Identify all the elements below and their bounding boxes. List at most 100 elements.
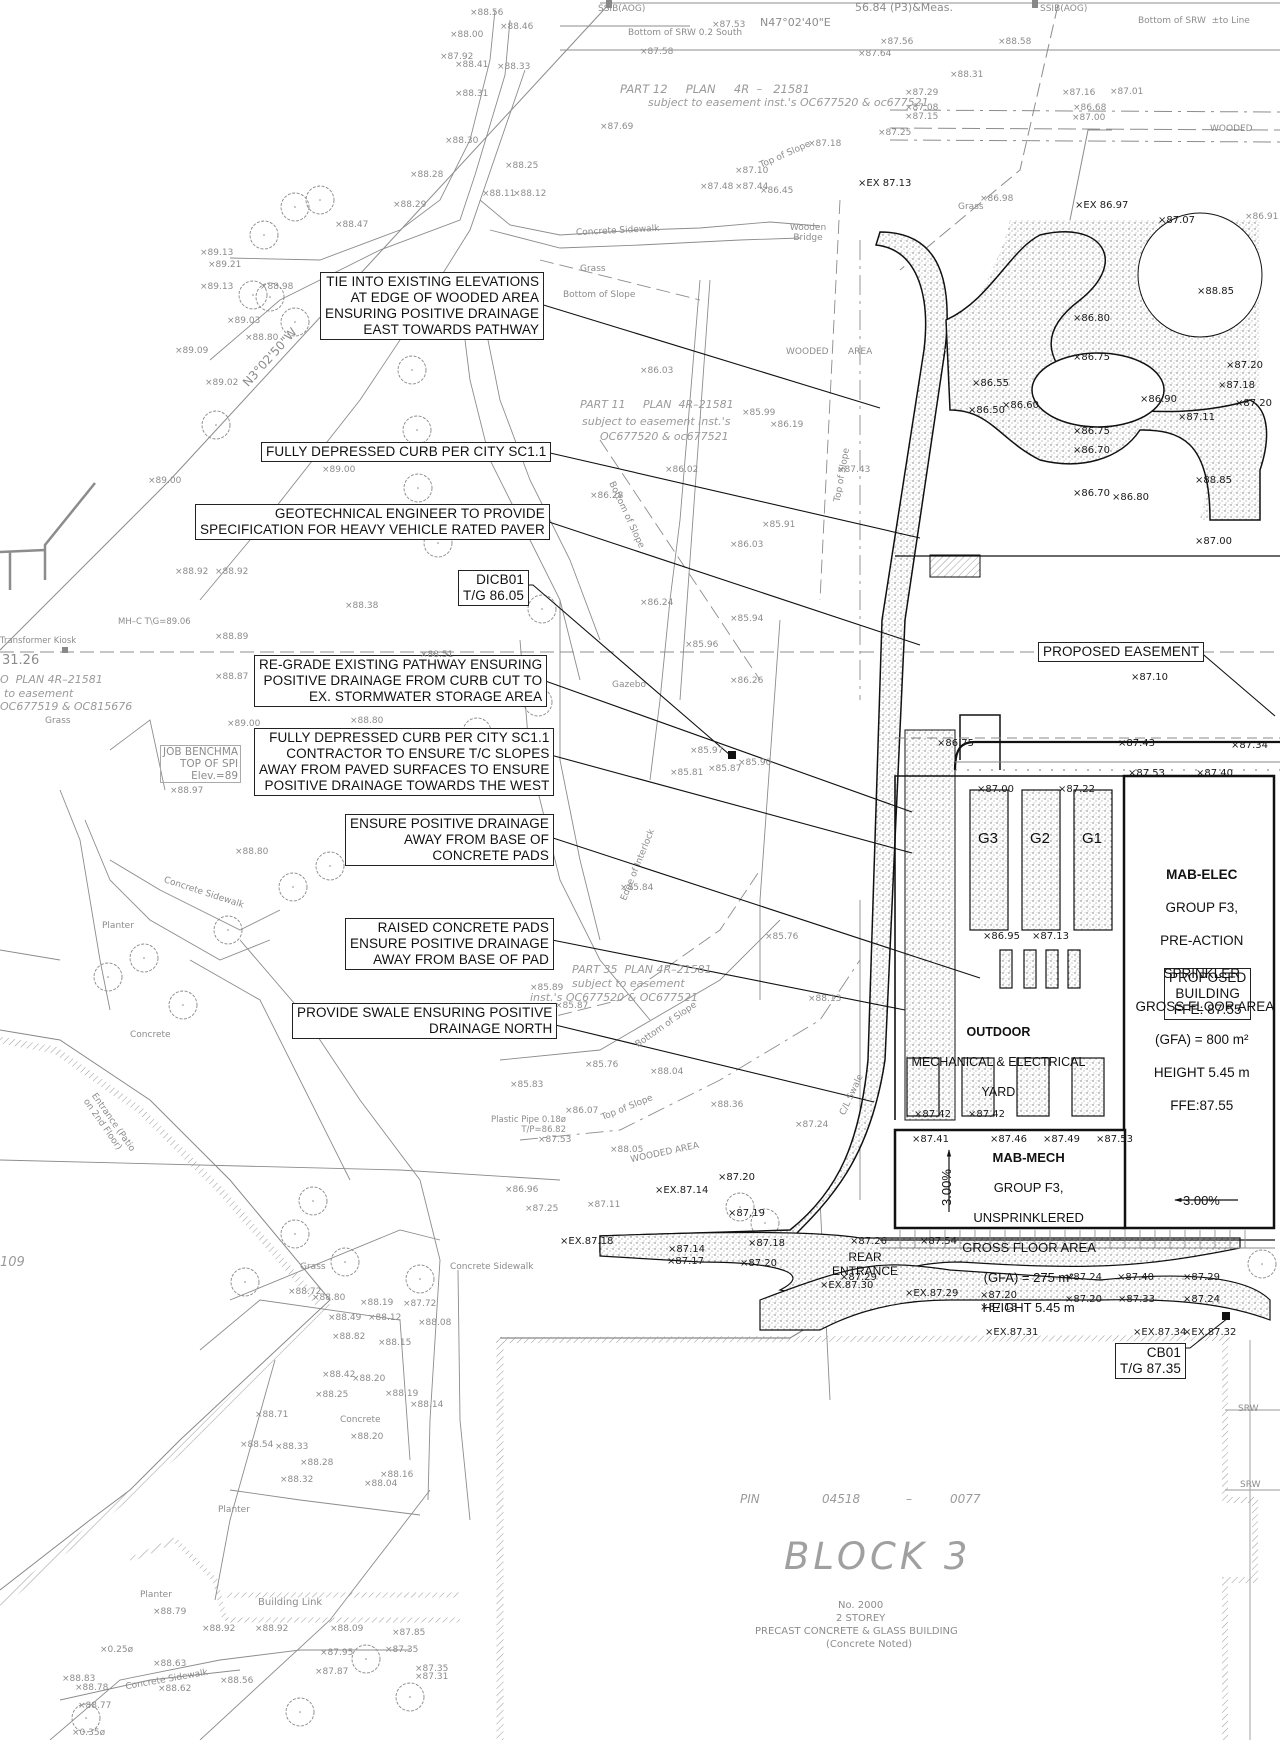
existing-spot-elevation: ×87.25 [878,128,912,138]
existing-spot-elevation: ×88.14 [410,1400,444,1410]
existing-spot-elevation: ×87.01 [1110,87,1144,97]
callout-raised-pads: RAISED CONCRETE PADS ENSURE POSITIVE DRA… [345,918,554,970]
proposed-spot-elevation: ×87.41 [912,1134,950,1145]
block-name: BLOCK 3 [784,1535,972,1578]
existing-spot-elevation: ×86.28 [590,491,624,501]
existing-spot-elevation: ×88.04 [364,1479,398,1489]
block-type: PRECAST CONCRETE & GLASS BUILDING [755,1626,958,1637]
proposed-spot-elevation: ×EX.87.18 [560,1236,614,1247]
existing-spot-elevation: ×88.54 [240,1440,274,1450]
proposed-spot-elevation: ×87.11 [1178,412,1216,423]
existing-building-outlines [0,1029,1258,1740]
existing-spot-elevation: ×88.16 [380,1470,414,1480]
existing-spot-elevation: ×86.68 [1073,103,1107,113]
existing-spot-elevation: ×88.28 [410,170,444,180]
proposed-spot-elevation: ×87.40 [1117,1272,1155,1283]
building-link-label: Building Link [258,1597,323,1608]
existing-spot-elevation: ×88.33 [497,62,531,72]
proposed-spot-elevation: ×87.24 [1065,1272,1103,1283]
callout-ensure-drainage-pads: ENSURE POSITIVE DRAINAGE AWAY FROM BASE … [345,814,554,866]
existing-spot-elevation: ×88.12 [368,1313,402,1323]
existing-spot-elevation: ×87.72 [403,1299,437,1309]
existing-spot-elevation: ×88.83 [62,1674,96,1684]
part-left-title: O PLAN 4R–21581 [0,673,103,686]
existing-spot-elevation: ×86.02 [665,465,699,475]
pin-b: 0077 [950,1492,981,1506]
existing-spot-elevation: ×88.36 [710,1100,744,1110]
grass-label-3: Grass [45,716,71,726]
existing-spot-elevation: ×88.00 [450,30,484,40]
existing-spot-elevation: ×85.81 [670,768,704,778]
mab-mech-gfa: (GFA) = 275 m² [983,1270,1074,1285]
existing-spot-elevation: ×89.00 [148,476,182,486]
proposed-spot-elevation: ×87.42 [914,1109,952,1120]
left-distance: 31.26 [2,653,40,668]
proposed-spot-elevation: ×86.90 [1140,394,1178,405]
proposed-spot-elevation: ×87.00 [1195,536,1233,547]
wooden-bridge-label: Wooden Bridge [789,223,827,243]
generator-g2: G2 [1030,830,1051,847]
existing-spot-elevation: ×88.05 [610,1145,644,1155]
existing-spot-elevation: ×87.53 [538,1135,572,1145]
existing-spot-elevation: ×0.35ø [72,1728,106,1738]
existing-spot-elevation: ×85.83 [510,1080,544,1090]
mab-elec-sprinkler-1: PRE-ACTION [1160,932,1244,948]
manhole-label: MH–C T\G=89.06 [118,617,191,627]
callout-provide-swale: PROVIDE SWALE ENSURING POSITIVE DRAINAGE… [292,1003,558,1039]
existing-spot-elevation: ×88.78 [75,1683,109,1693]
existing-spot-elevation: ×88.28 [300,1458,334,1468]
existing-spot-elevation: ×88.80 [350,716,384,726]
proposed-spot-elevation: ×EX.87.32 [1183,1327,1237,1338]
block-note: (Concrete Noted) [826,1639,913,1650]
mab-mech-sprinkler: UNSPRINKLERED [973,1210,1084,1225]
mab-mech-group: GROUP F3, [993,1180,1064,1195]
existing-spot-elevation: ×87.35 [385,1645,419,1655]
existing-spot-elevation: ×88.51 [420,650,454,660]
existing-spot-elevation: ×87.95 [320,1648,354,1658]
existing-spot-elevation: ×88.31 [950,70,984,80]
rear-entrance-label: REAR ENTRANCE [832,1250,899,1278]
existing-spot-elevation: ×88.92 [202,1624,236,1634]
outdoor-yard-l3: YARD [981,1085,1016,1099]
existing-spot-elevation: ×88.46 [500,22,534,32]
proposed-spot-elevation: ×EX 86.97 [1075,200,1129,211]
proposed-spot-elevation: ×87.49 [1043,1134,1081,1145]
existing-spot-elevation: ×87.08 [905,103,939,113]
existing-spot-elevation: ×88.25 [505,161,539,171]
proposed-spot-elevation: ×86.55 [972,378,1010,389]
srw-label-1: SRW [1238,1404,1259,1414]
existing-spot-elevation: ×88.49 [328,1313,362,1323]
existing-spot-elevation: ×89.02 [205,378,239,388]
existing-spot-elevation: ×87.64 [858,49,892,59]
existing-spot-elevation: ×88.25 [315,1390,349,1400]
pin-label: PIN [740,1492,760,1506]
existing-spot-elevation: ×88.38 [345,601,379,611]
srw-label-2: SRW [1240,1480,1261,1490]
existing-spot-elevation: ×85.96 [685,640,719,650]
existing-spot-elevation: ×88.63 [153,1659,187,1669]
callout-dicb01: DICB01 T/G 86.05 [458,570,529,606]
proposed-spot-elevation: ×87.20 [1235,398,1273,409]
grass-label-2: Grass [580,264,606,274]
part11-sub2: OC677520 & oc677521 [600,430,729,443]
existing-spot-elevation: ×86.07 [565,1106,599,1116]
existing-spot-elevation: ×85.99 [742,408,776,418]
existing-spot-elevation: ×88.82 [332,1332,366,1342]
generator-pads [906,789,1113,1117]
proposed-spot-elevation: ×87.20 [1226,360,1264,371]
proposed-spot-elevation: ×86.75 [1073,352,1111,363]
proposed-spot-elevation: ×87.13 [1032,931,1070,942]
outdoor-yard-l2: MECHANICAL & ELECTRICAL [911,1055,1086,1069]
proposed-spot-elevation: ×87.42 [968,1109,1006,1120]
ssib-left: SSIB(AOG) [598,4,646,14]
outdoor-yard-label: OUTDOOR MECHANICAL & ELECTRICAL YARD [900,1010,1090,1100]
existing-spot-elevation: ×89.00 [227,719,261,729]
existing-spot-elevation: ×85.76 [585,1060,619,1070]
proposed-spot-elevation: ×86.80 [1073,313,1111,324]
generator-g3: G3 [978,830,999,847]
proposed-spot-elevation: ×87.20 [718,1172,756,1183]
existing-spot-elevation: ×88.72 [288,1287,322,1297]
proposed-spot-elevation: ×87.00 [977,784,1015,795]
mab-mech-label: MAB-MECH GROUP F3, UNSPRINKLERED GROSS F… [955,1135,1096,1315]
existing-spot-elevation: ×88.71 [255,1410,289,1420]
